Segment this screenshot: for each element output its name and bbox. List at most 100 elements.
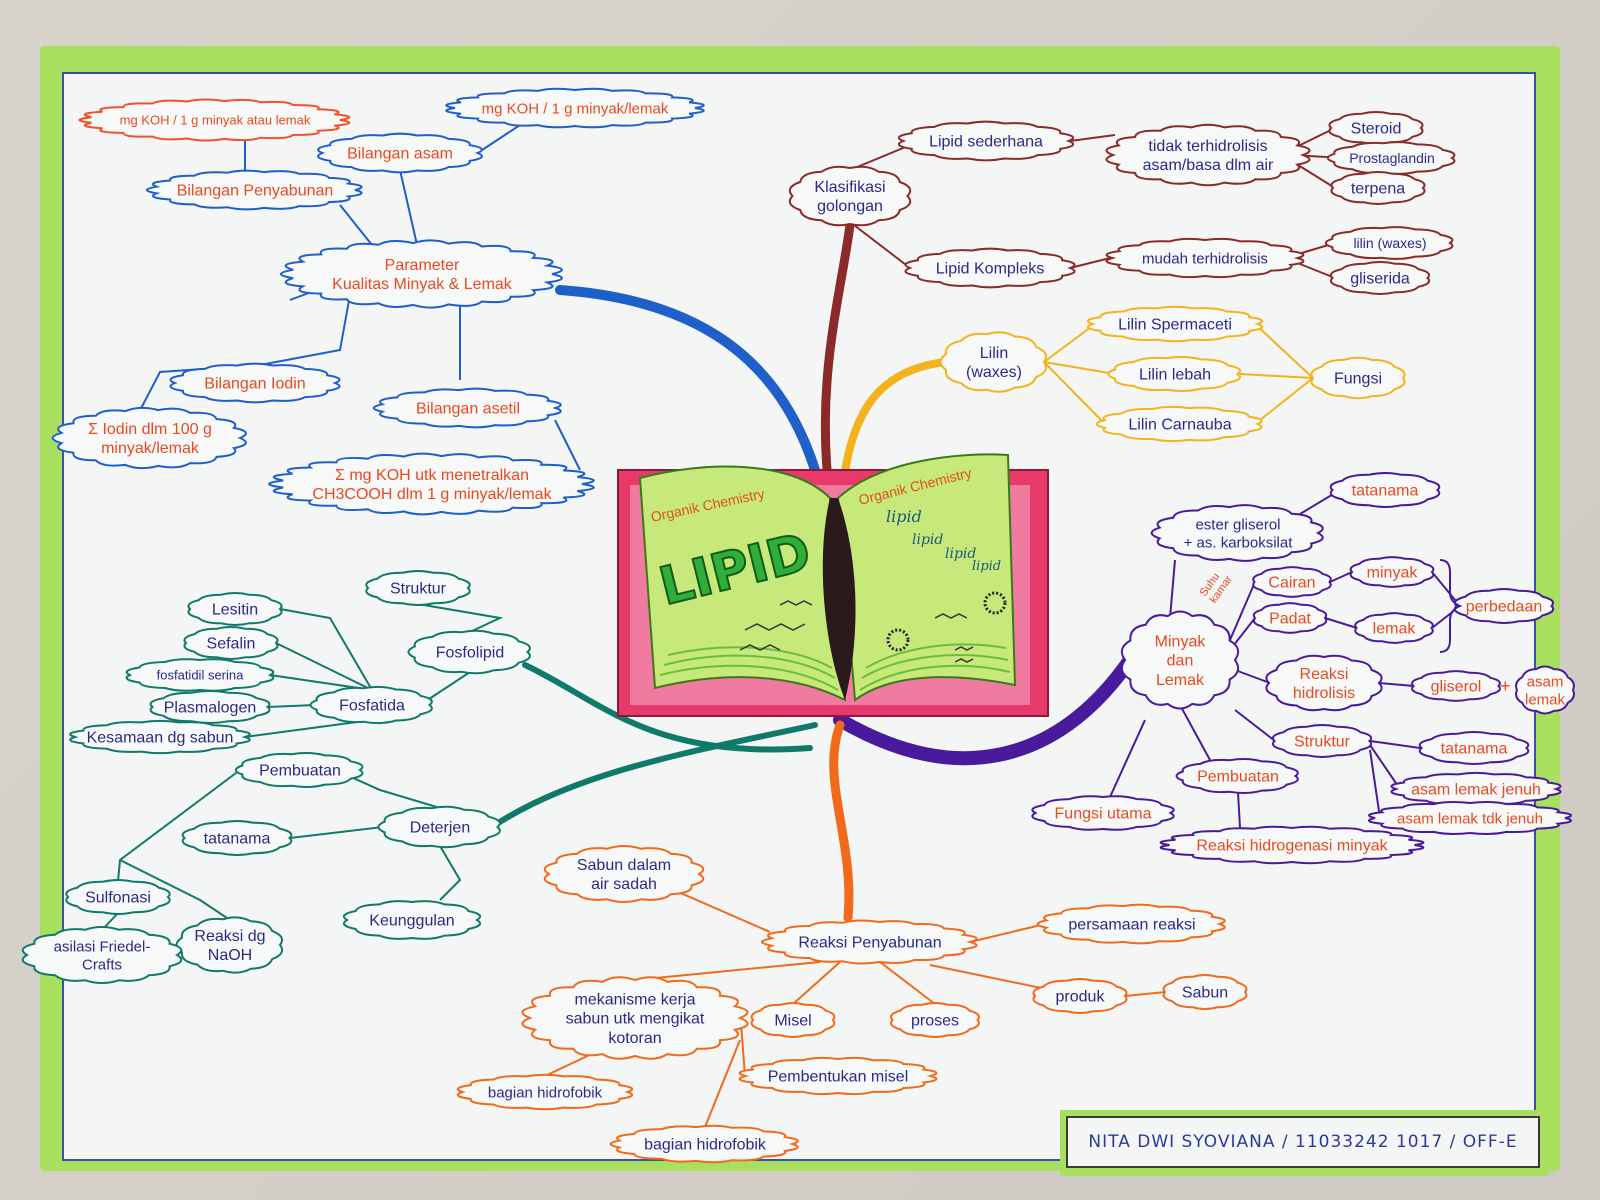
book-molecule-star-2 [983, 591, 1007, 615]
node-label-line: asam/basa dlm air [1143, 157, 1274, 174]
node-label-line: Reaksi hidrogenasi minyak [1196, 838, 1388, 855]
cloud-outline [1329, 471, 1441, 509]
node-label-line: asam lemak tdk jenuh [1397, 810, 1543, 827]
node-label-line: hidrolisis [1293, 685, 1355, 702]
node-hidrofobik-1: bagian hidrofobik [456, 1073, 634, 1111]
node-label: proses [911, 1013, 959, 1030]
node-plasmalogen: Plasmalogen [149, 690, 271, 724]
cloud-outline [1095, 405, 1263, 443]
cloud-outline [268, 452, 595, 516]
plus-sign: + [1500, 676, 1511, 696]
node-gliserol: gliserol [1411, 670, 1501, 702]
node-label: Keunggulan [369, 913, 454, 930]
cloud-outline [1159, 825, 1425, 865]
node-sefalin: Sefalin [183, 626, 279, 660]
node-label: Padat [1269, 611, 1311, 628]
cloud-outline [365, 569, 471, 607]
node-proses: proses [890, 1001, 980, 1039]
cloud-outline [1031, 795, 1175, 831]
cloud-outline [1105, 123, 1311, 187]
right-page-lines [859, 643, 1011, 691]
node-label-line: tatanama [204, 831, 271, 848]
node-label: asam lemak tdk jenuh [1397, 810, 1543, 827]
node-sulfonasi: Sulfonasi [65, 878, 171, 916]
cloud-outline [521, 976, 749, 1060]
node-label: Cairan [1268, 575, 1315, 592]
node-label-line: Cairan [1268, 575, 1315, 592]
cloud-outline [1411, 670, 1501, 702]
cloud-outline [1390, 771, 1562, 807]
node-label: Bilangan asam [347, 146, 453, 163]
node-bil-asam-b: mg KOH / 1 g minyak/lemak [445, 87, 705, 129]
connector [849, 127, 1346, 279]
cloud-outline [372, 387, 562, 429]
cloud-outline [342, 900, 482, 940]
cloud-outline [181, 819, 293, 857]
node-label-line: Pembuatan [1197, 769, 1279, 786]
node-label: Bilangan asetil [416, 401, 520, 418]
cloud-outline [65, 878, 171, 916]
cloud-outline [445, 87, 705, 129]
node-label-line: (waxes) [966, 364, 1022, 381]
node-label: Pembentukan misel [768, 1069, 909, 1086]
node-tatanama-ml2: tatanama [1418, 731, 1530, 765]
node-steroid: Steroid [1328, 111, 1424, 145]
node-lipid-sederhana: Lipid sederhana [897, 120, 1075, 162]
node-label: Bilangan Iodin [204, 376, 305, 393]
node-label: Struktur [390, 581, 447, 598]
node-label-line: Lilin Carnauba [1128, 417, 1231, 434]
cloud-outline [904, 247, 1076, 289]
branch-lilin [838, 358, 949, 499]
node-padat: Padat [1252, 602, 1328, 634]
cloud-outline [1107, 356, 1241, 392]
branch-parameter [555, 285, 820, 475]
node-label-line: asam [1527, 673, 1564, 690]
node-lilin-lebah: Lilin lebah [1107, 356, 1241, 392]
node-label-line: Lilin [980, 345, 1008, 362]
node-label-line: Minyak [1155, 633, 1207, 650]
node-label-line: asilasi Friedel- [54, 938, 151, 955]
node-label: mg KOH / 1 g minyak/lemak [482, 100, 669, 117]
book-molecule-sketch-right [934, 613, 974, 663]
node-lemak: lemak [1354, 612, 1434, 644]
node-lilin-spermaceti: Lilin Spermaceti [1086, 305, 1264, 343]
node-label-line: perbedaan [1466, 599, 1543, 616]
node-fungsi-utama: Fungsi utama [1031, 795, 1175, 831]
node-label: Struktur [1294, 734, 1351, 751]
node-label: Prostaglandin [1349, 150, 1435, 166]
cloud-outline [1252, 566, 1332, 598]
node-label-line: bagian hidrofobik [488, 1084, 603, 1101]
book-right-word-1: lipid [886, 507, 922, 526]
book-right-word-4: lipid [972, 559, 1001, 574]
node-label-line: Lipid Kompleks [936, 261, 1045, 278]
cloud-outline [279, 239, 563, 309]
node-label-line: minyak [1367, 565, 1419, 582]
node-lilin-carnauba: Lilin Carnauba [1095, 405, 1263, 443]
node-cairan: Cairan [1252, 566, 1332, 598]
node-pembentukan-misel: Pembentukan misel [738, 1056, 938, 1096]
node-label-line: Klasifikasi [814, 179, 885, 196]
node-label-line: asam lemak jenuh [1411, 782, 1541, 799]
node-label-line: CH3COOH dlm 1 g minyak/lemak [312, 486, 552, 503]
node-label-line: Steroid [1351, 121, 1402, 138]
node-friedel: asilasi Friedel-Crafts [21, 926, 183, 984]
node-label: persamaan reaksi [1068, 917, 1195, 934]
suhu-kamar-label: Suhu kamar [1198, 567, 1235, 606]
cloud-outline [169, 362, 341, 404]
node-bil-iodin: Bilangan Iodin [169, 362, 341, 404]
cloud-outline [1310, 356, 1406, 400]
node-asam-lemak-tdk: asam lemak tdk jenuh [1368, 801, 1572, 835]
node-label: tatanama [204, 831, 271, 848]
cloud-outline [788, 165, 912, 227]
cloud-outline [1324, 226, 1454, 260]
node-label-line: Prostaglandin [1349, 150, 1435, 166]
